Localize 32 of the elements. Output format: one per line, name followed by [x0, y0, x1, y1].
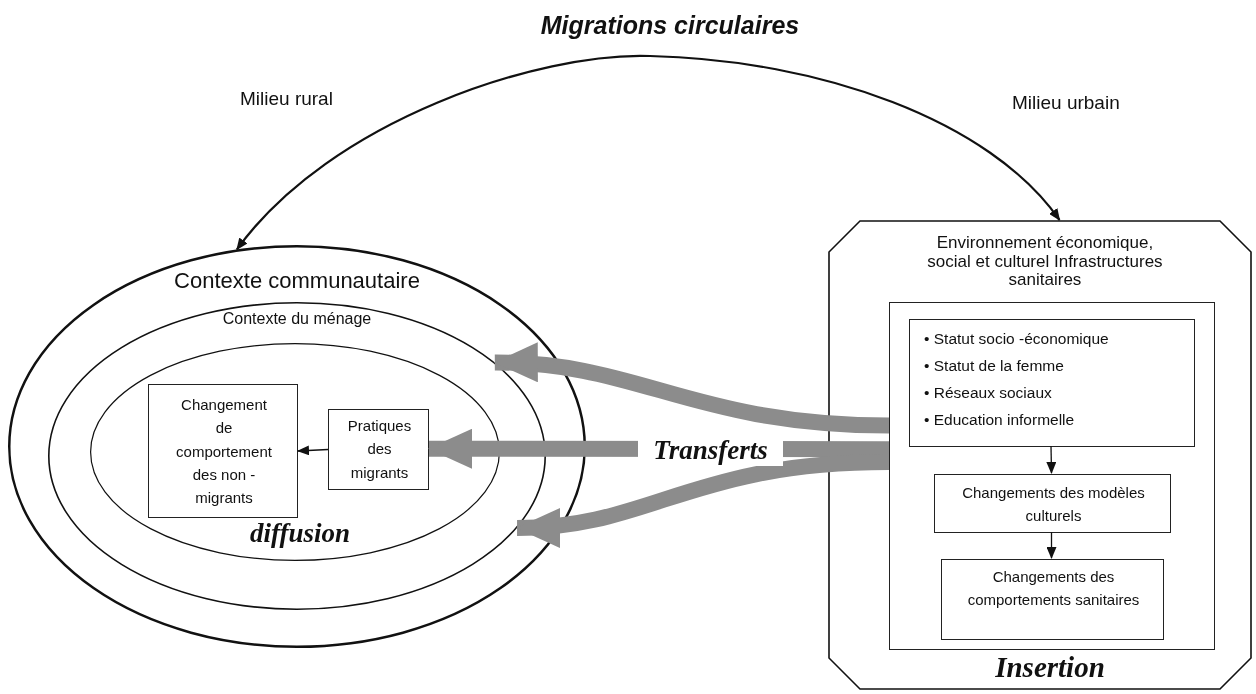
bullet-item: • Statut de la femme [924, 356, 1065, 377]
ellipse-label: diffusion [248, 518, 351, 550]
arrow [236, 54, 1061, 251]
region-label: Milieu urbain [1012, 92, 1120, 114]
panel-title: Insertion [994, 652, 1106, 684]
ellipse-label: Contexte du ménage [221, 310, 373, 329]
bullet-item: • Statut socio -économique [924, 329, 1109, 349]
process-box [934, 474, 1171, 533]
inner-ellipse [90, 343, 500, 561]
process-box [148, 384, 298, 518]
arrow [1046, 531, 1057, 559]
community-ellipse [8, 245, 586, 648]
bullet-item: • Education informelle [924, 410, 1076, 431]
panel-heading: Environnement économique, social et culturel Infrastructures sanitaires [926, 234, 1164, 291]
box-text: Changements des comportements sanitaires [966, 567, 1141, 610]
process-box [941, 559, 1164, 640]
bullet-item: • Réseaux sociaux [924, 383, 1053, 404]
ellipse-label: Contexte communautaire [173, 268, 421, 294]
box-text: Changements des modèles culturels [961, 483, 1146, 526]
transfer-arrow [516, 454, 890, 547]
environment-panel [828, 220, 1252, 690]
inner-frame [889, 302, 1215, 650]
box-text: Pratiques des migrants [346, 416, 413, 483]
list-box [909, 319, 1195, 447]
process-box [328, 409, 429, 490]
transfer-arrow [428, 428, 889, 469]
box-text: Changement de comportement des non - migrants [175, 395, 273, 508]
transfer-arrow [493, 343, 890, 434]
region-label: Milieu rural [240, 88, 333, 110]
arrow [1046, 445, 1057, 474]
arrow [297, 445, 329, 456]
household-ellipse [48, 302, 546, 610]
